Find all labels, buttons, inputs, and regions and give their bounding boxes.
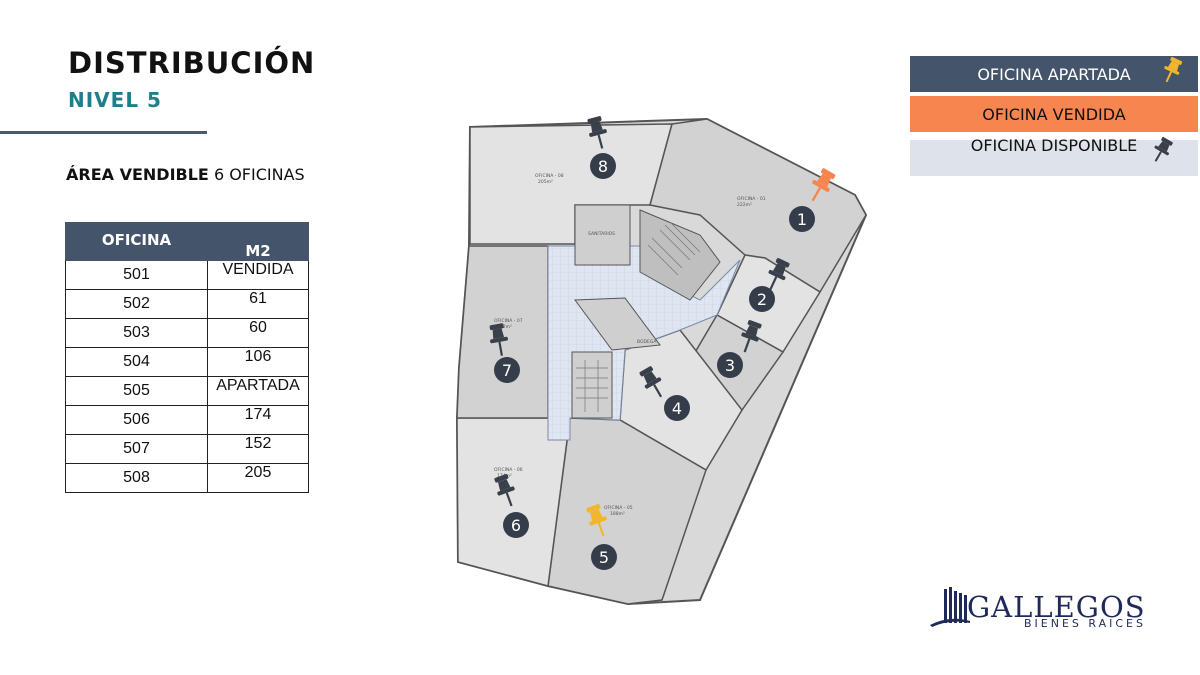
logo-name: GALLEGOS [967,590,1146,624]
stairs-upper [647,221,701,276]
marker-1-number: 1 [797,210,807,229]
logo-tagline: BIENES RAICES [1024,617,1146,630]
col-header-m2: M2 [207,222,309,261]
legend-reserved: OFICINA APARTADA [910,56,1198,92]
cell-oficina: 501 [65,260,208,290]
stair-core-upper [639,209,721,301]
label-office7: OFICINA - 07 [494,318,523,324]
label-office6: OFICINA - 06 [494,467,523,473]
legend-available: OFICINA DISPONIBLE [910,136,1198,176]
cell-m2: 60 [207,318,309,348]
page-subtitle: NIVEL 5 [68,88,162,112]
legend-sold-label: OFICINA VENDIDA [982,104,1126,124]
cell-m2: APARTADA [207,376,309,406]
page-title: DISTRIBUCIÓN [68,46,316,80]
legend-reserved-label: OFICINA APARTADA [977,64,1131,84]
cell-m2: 152 [207,434,309,464]
toilets [574,204,631,266]
marker-7-number: 7 [502,361,512,380]
marker-1: 1 [789,166,838,232]
cell-oficina: 506 [65,405,208,435]
col-header-oficina: OFICINA [65,222,208,261]
label-office1-area: 222m² [737,202,752,208]
marker-3: 3 [717,318,764,378]
cell-oficina: 502 [65,289,208,319]
marker-5: 5 [584,502,617,570]
label-office8-area: 205m² [538,179,553,185]
cell-oficina: 503 [65,318,208,348]
label-bath: SANITARIOS [588,231,615,237]
bodega [574,297,661,351]
sellable-area: ÁREA VENDIBLE 6 OFICINAS [66,165,305,184]
label-office8: OFICINA - 08 [535,173,564,179]
legend-available-label: OFICINA DISPONIBLE [970,136,1138,155]
marker-8-number: 8 [598,157,608,176]
gallegos-logo-mark [930,587,970,627]
marker-4: 4 [637,364,690,421]
yellow-pushpin-icon [1164,56,1183,83]
marker-2: 2 [749,256,792,312]
marker-4-number: 4 [672,399,682,418]
cell-m2: 174 [207,405,309,435]
stair-steps [576,360,608,412]
cell-oficina: 505 [65,376,208,406]
marker-5-number: 5 [599,548,609,567]
cell-oficina: 507 [65,434,208,464]
marker-8: 8 [585,115,616,179]
cell-m2: 106 [207,347,309,377]
label-office1: OFICINA - 01 [737,196,766,202]
sellable-area-value: 6 OFICINAS [213,165,305,184]
title-divider [0,131,207,134]
floor-plan: SANITARIOS OFICINA - 01 222m² OFICINA - … [455,115,868,606]
cell-oficina: 504 [65,347,208,377]
label-bodega: BODEGA [637,339,657,345]
marker-6-number: 6 [511,516,521,535]
label-office5-area: 188m² [610,511,625,517]
dark-pushpin-icon [1154,136,1173,162]
cell-m2: 205 [207,463,309,493]
cell-m2: VENDIDA [207,260,309,290]
marker-2-number: 2 [757,290,767,309]
label-office5: OFICINA - 05 [604,505,633,511]
stairs-lower [571,351,613,419]
sellable-area-label: ÁREA VENDIBLE [66,165,209,184]
label-office7-area: 152m² [497,324,512,330]
cell-m2: 61 [207,289,309,319]
marker-3-number: 3 [725,356,735,375]
marker-6: 6 [492,472,529,538]
cell-oficina: 508 [65,463,208,493]
marker-7: 7 [487,322,520,383]
legend-sold: OFICINA VENDIDA [910,96,1198,132]
